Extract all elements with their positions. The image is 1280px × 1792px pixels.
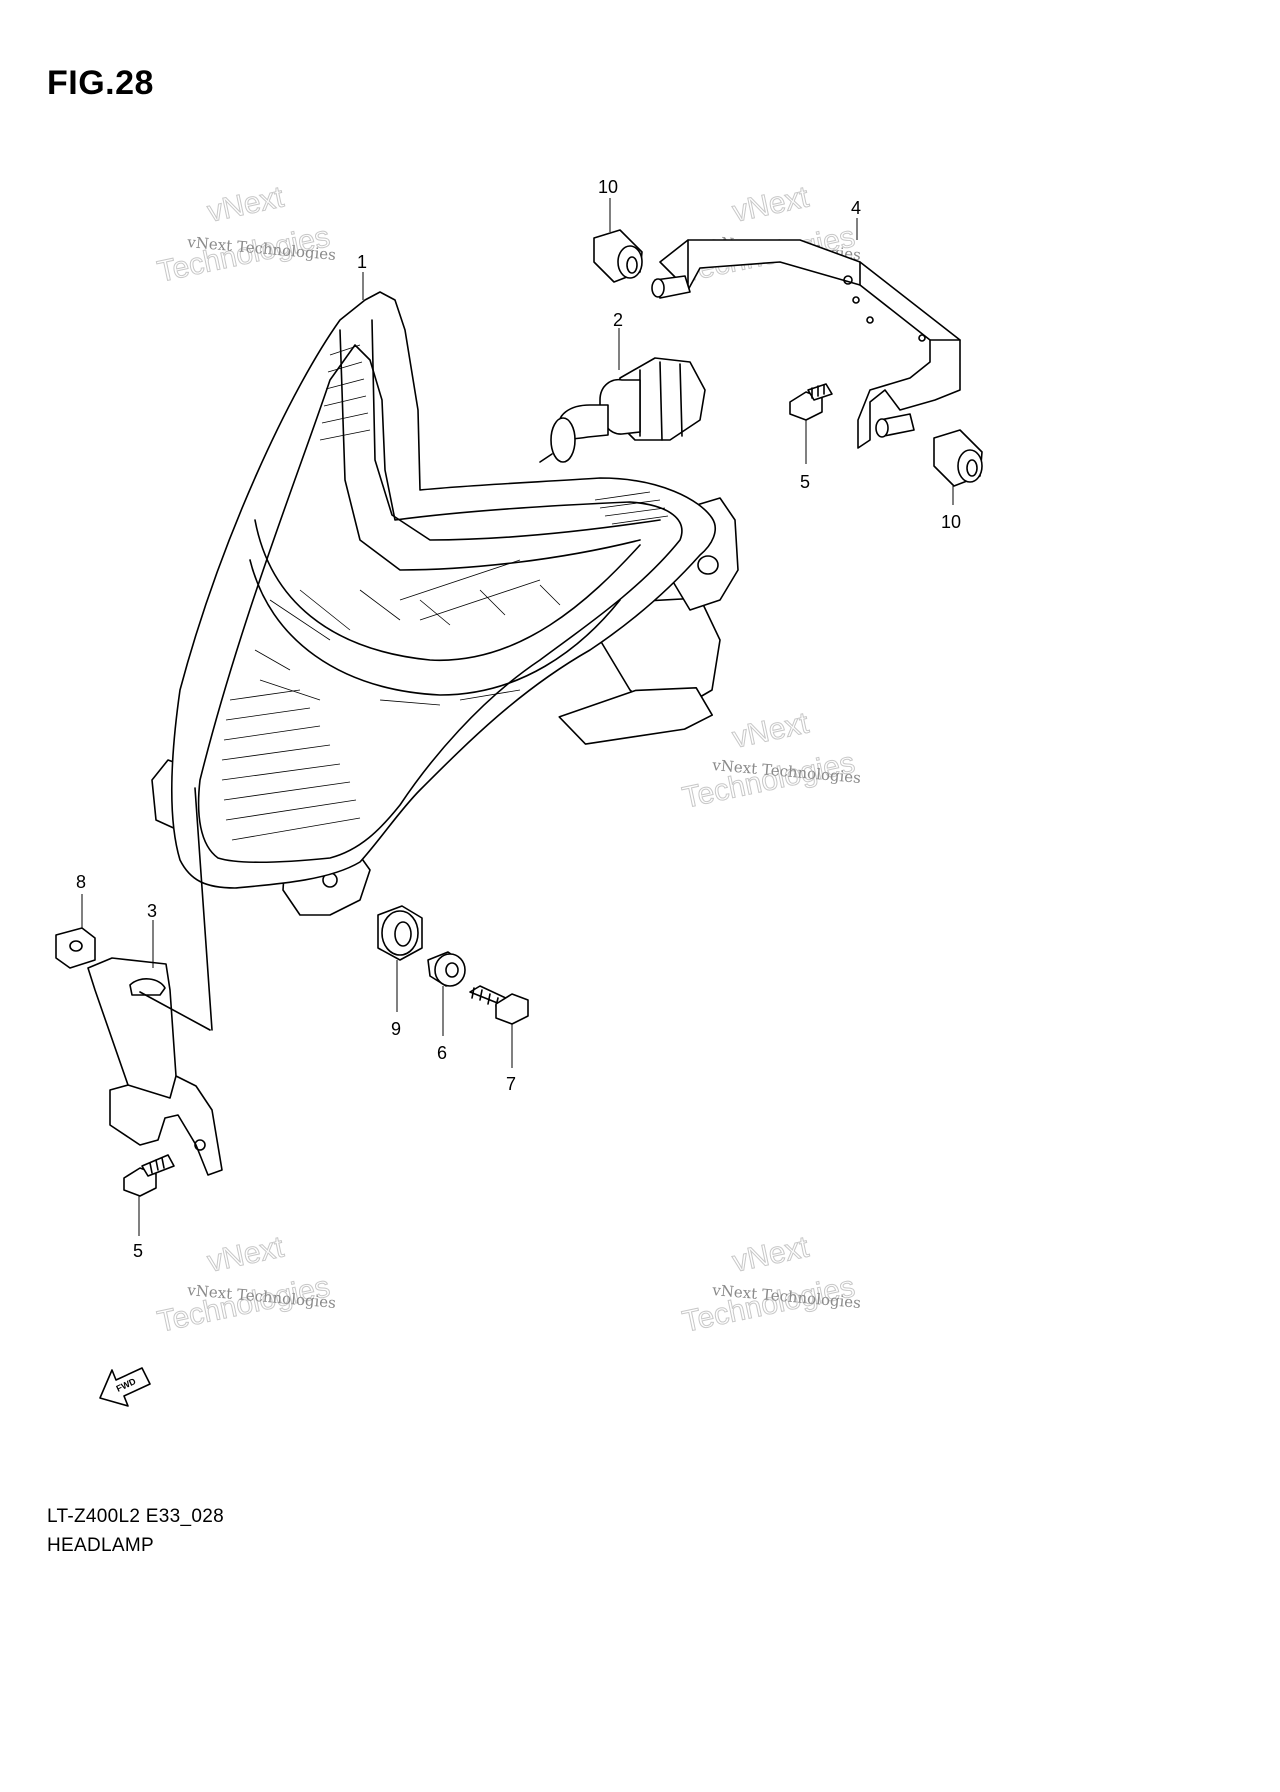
callout-5-lower: 5 [133, 1241, 143, 1261]
watermark-text: vNext [730, 706, 813, 754]
headlamp-bracket[interactable] [651, 239, 961, 449]
watermark-text: vNext [730, 1230, 813, 1278]
lens-hatching [221, 344, 669, 841]
watermark-top-left: vNext Technologies vNext Technologies [154, 180, 337, 289]
callout-7: 7 [506, 1074, 516, 1094]
bolt-lower[interactable] [123, 1154, 175, 1197]
bolt-front[interactable] [469, 985, 529, 1025]
figure-title: FIG.28 [47, 64, 154, 102]
callout-1: 1 [357, 252, 367, 272]
fwd-arrow-icon: FWD [99, 1367, 151, 1407]
watermark-bottom-left: vNext Technologies vNext Technologies [154, 1230, 337, 1339]
collar-right[interactable] [933, 429, 983, 487]
side-bracket[interactable] [87, 787, 223, 1176]
headlamp-assembly[interactable] [151, 291, 739, 916]
watermark-text: vNext [730, 180, 813, 228]
watermark-text: vNext [205, 180, 288, 228]
square-nut[interactable] [55, 927, 96, 969]
callout-10-top: 10 [598, 177, 618, 197]
callout-labels: 1 2 3 4 5 5 6 7 8 9 10 10 [76, 177, 961, 1261]
section-name: HEADLAMP [47, 1535, 154, 1556]
callout-3: 3 [147, 901, 157, 921]
model-code: LT-Z400L2 E33_028 [47, 1506, 224, 1527]
bolt-upper[interactable] [789, 383, 833, 421]
bulb-socket[interactable] [539, 357, 706, 463]
watermark-text: vNext [205, 1230, 288, 1278]
grommet[interactable] [377, 905, 423, 961]
callout-4: 4 [851, 198, 861, 218]
callout-6: 6 [437, 1043, 447, 1063]
leader-lines [81, 198, 954, 1236]
callout-9: 9 [391, 1019, 401, 1039]
collar-top[interactable] [593, 229, 643, 283]
callout-8: 8 [76, 872, 86, 892]
washer-collar[interactable] [427, 951, 466, 987]
callout-10-right: 10 [941, 512, 961, 532]
watermark-mid-right: vNext Technologies vNext Technologies [679, 706, 862, 815]
watermark-bottom-right: vNext Technologies vNext Technologies [679, 1230, 862, 1339]
callout-5-upper: 5 [800, 472, 810, 492]
callout-2: 2 [613, 310, 623, 330]
